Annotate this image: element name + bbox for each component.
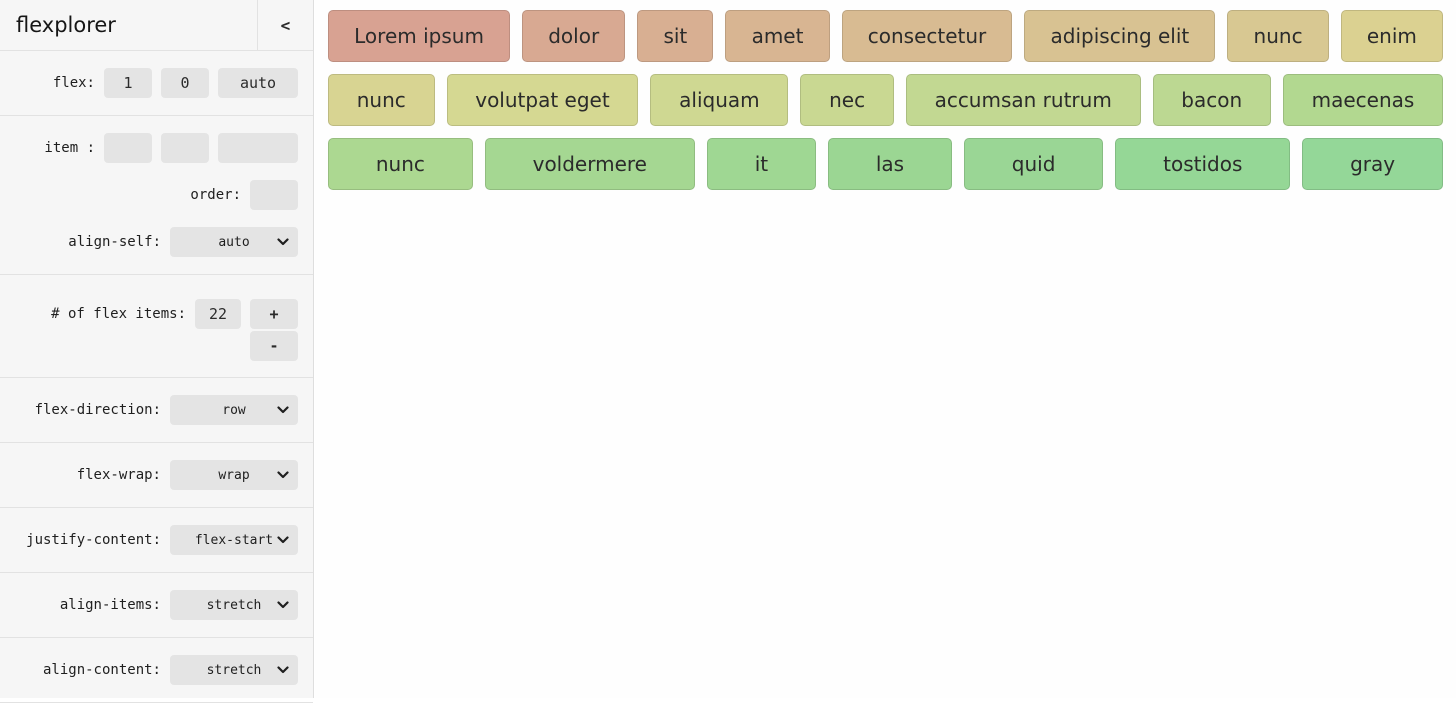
chevron-down-icon [277, 536, 289, 544]
flex-item: nec [800, 74, 893, 126]
justify-content-section: justify-content: flex-start [0, 508, 313, 573]
align-items-select[interactable]: stretch [170, 590, 298, 620]
align-self-select[interactable]: auto [170, 227, 298, 257]
align-content-label: align-content: [15, 662, 161, 678]
flex-item: enim [1341, 10, 1443, 62]
flex-wrap-select[interactable]: wrap [170, 460, 298, 490]
flex-item: volutpat eget [447, 74, 639, 126]
chevron-left-icon: < [281, 16, 291, 35]
flex-direction-select[interactable]: row [170, 395, 298, 425]
sidebar: flexplorer < flex: item : order: align-s… [0, 0, 314, 698]
flex-item: bacon [1153, 74, 1271, 126]
flex-item: maecenas [1283, 74, 1443, 126]
flex-basis-input[interactable] [218, 68, 298, 98]
item-label: item : [15, 140, 95, 156]
app-title: flexplorer [0, 0, 257, 50]
item-flex-shrink-input[interactable] [161, 133, 209, 163]
align-content-section: align-content: stretch [0, 638, 313, 703]
align-self-label: align-self: [15, 234, 161, 250]
justify-content-value: flex-start [195, 533, 273, 548]
increment-items-button[interactable]: + [250, 299, 298, 329]
flex-grow-input[interactable] [104, 68, 152, 98]
flex-label: flex: [15, 75, 95, 91]
flex-wrap-label: flex-wrap: [15, 467, 161, 483]
flex-direction-value: row [222, 403, 245, 418]
order-input[interactable] [250, 180, 298, 210]
flex-item: tostidos [1115, 138, 1290, 190]
flex-item: adipiscing elit [1024, 10, 1215, 62]
flex-shorthand-section: flex: [0, 51, 313, 116]
flex-item: Lorem ipsum [328, 10, 510, 62]
align-self-value: auto [218, 235, 249, 250]
flex-item: dolor [522, 10, 625, 62]
justify-content-select[interactable]: flex-start [170, 525, 298, 555]
flex-item: nunc [328, 74, 435, 126]
chevron-down-icon [277, 471, 289, 479]
flex-direction-label: flex-direction: [15, 402, 161, 418]
item-flex-basis-input[interactable] [218, 133, 298, 163]
flex-wrap-section: flex-wrap: wrap [0, 443, 313, 508]
item-flex-grow-input[interactable] [104, 133, 152, 163]
align-items-section: align-items: stretch [0, 573, 313, 638]
flex-item: amet [725, 10, 829, 62]
sidebar-header: flexplorer < [0, 0, 313, 51]
align-content-value: stretch [207, 663, 262, 678]
item-section: item : order: align-self: auto [0, 116, 313, 275]
chevron-down-icon [277, 601, 289, 609]
flex-item: voldermere [485, 138, 695, 190]
flex-direction-section: flex-direction: row [0, 378, 313, 443]
flex-item: it [707, 138, 816, 190]
flex-item-count-label: # of flex items: [15, 299, 186, 329]
flex-item: gray [1302, 138, 1443, 190]
count-buttons: + - [250, 299, 298, 361]
chevron-down-icon [277, 666, 289, 674]
flex-item-count-input[interactable] [195, 299, 241, 329]
decrement-items-button[interactable]: - [250, 331, 298, 361]
flex-wrap-value: wrap [218, 468, 249, 483]
flex-item: nunc [1227, 10, 1328, 62]
align-items-value: stretch [207, 598, 262, 613]
flex-item: nunc [328, 138, 473, 190]
flex-shrink-input[interactable] [161, 68, 209, 98]
flex-item: aliquam [650, 74, 788, 126]
flex-item: consectetur [842, 10, 1013, 62]
chevron-down-icon [277, 406, 289, 414]
chevron-down-icon [277, 238, 289, 246]
flex-item: quid [964, 138, 1103, 190]
align-items-label: align-items: [15, 597, 161, 613]
flex-item: accumsan rutrum [906, 74, 1141, 126]
item-count-section: # of flex items: + - [0, 275, 313, 378]
flex-item: las [828, 138, 952, 190]
align-content-select[interactable]: stretch [170, 655, 298, 685]
flex-item: sit [637, 10, 713, 62]
justify-content-label: justify-content: [15, 532, 161, 548]
order-label: order: [190, 187, 241, 203]
collapse-sidebar-button[interactable]: < [257, 0, 313, 50]
